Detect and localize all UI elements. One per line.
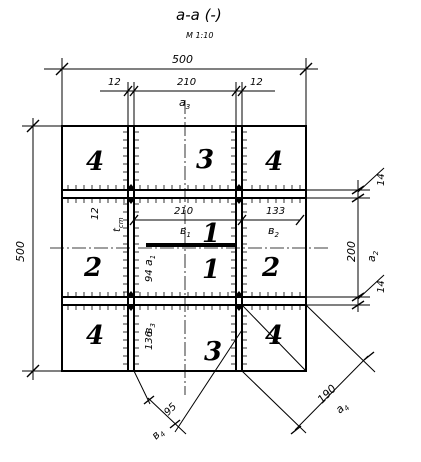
label-a4: а4: [333, 399, 352, 418]
zone-2-right: 2: [261, 253, 280, 283]
dim-14-top: 14: [376, 173, 387, 186]
dim-12-left: 12: [108, 77, 121, 88]
zone-2-left: 2: [83, 253, 102, 283]
weld-marks: [126, 184, 244, 311]
dim-overall-width: 500: [44, 53, 318, 126]
zone-1-top: 1: [202, 219, 220, 249]
dim-94: 94: [144, 269, 155, 282]
hatch-ticks: [67, 131, 301, 365]
diagonal-dims: 190 а4 95 в4: [133, 304, 376, 443]
zone-3-top: 3: [196, 145, 214, 175]
dim-95: 95: [162, 401, 179, 418]
dim-12-right: 12: [250, 77, 263, 88]
horizontal-ribs: [62, 189, 306, 306]
label-tcm: tcm: [112, 217, 125, 232]
label-b1: в1: [180, 224, 191, 239]
label-a3: а3: [179, 96, 190, 111]
dim-overall-height: 500: [14, 118, 62, 380]
zone-4-bottom-left: 4: [86, 321, 104, 351]
zone-1-bottom: 1: [202, 255, 220, 285]
right-dims: 14 14 200 а2: [306, 167, 387, 312]
dim-500-left: 500: [14, 241, 27, 262]
label-b4: в4: [149, 425, 167, 443]
dim-14-bottom: 14: [376, 280, 387, 293]
dim-200: 200: [345, 241, 358, 262]
zone-labels: 4 3 4 2 1 1 2 4 3 4: [83, 145, 283, 367]
scale-label: М 1:10: [186, 31, 213, 40]
label-a1: а1: [142, 255, 157, 266]
label-a2: а2: [365, 250, 380, 262]
plate-outline: [61, 125, 307, 372]
dim-500-top: 500: [172, 53, 193, 66]
zone-4-top-left: 4: [86, 147, 104, 177]
dim-136: 136: [144, 331, 155, 350]
dim-133: 133: [266, 206, 285, 217]
dim-210-inner: 210: [174, 206, 193, 217]
label-b3: в3: [142, 323, 157, 334]
dim-210-top: 210: [177, 77, 196, 88]
zone-3-bottom: 3: [204, 337, 222, 367]
left-inner-dims: 12 tcm 94 а1 136 в3: [90, 207, 157, 350]
dim-12-inner: 12: [90, 207, 101, 220]
center-lines: [50, 100, 330, 395]
zone-4-top-right: 4: [265, 147, 283, 177]
dim-190: 190: [315, 382, 339, 406]
dim-flanges: 12 210 12 а3: [100, 77, 275, 125]
zone-4-bottom-right: 4: [265, 321, 283, 351]
label-b2: в2: [268, 224, 279, 239]
title: а-а (-): [176, 6, 222, 24]
central-strip: 210 133 в1 в2: [129, 206, 305, 247]
